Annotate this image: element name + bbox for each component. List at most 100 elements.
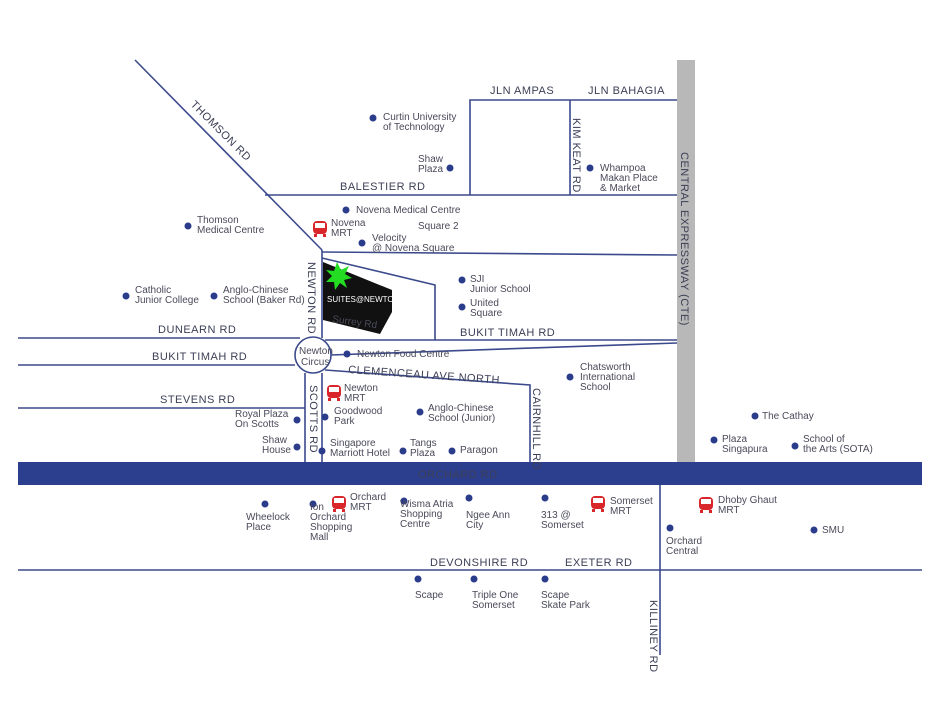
poi-marker — [358, 239, 366, 247]
stevens-label: STEVENS RD — [160, 394, 235, 406]
mrt-train-icon — [332, 496, 346, 512]
poi-marker — [446, 164, 454, 172]
poi-label-plaza_sing: Singapura — [722, 444, 768, 455]
poi-label-ion: Ion — [310, 502, 324, 513]
poi-marker — [293, 443, 301, 451]
project-label: SUITES@NEWTON — [327, 295, 400, 304]
poi-marker — [318, 447, 326, 455]
poi-label-novena_medical: Novena Medical Centre — [356, 205, 461, 216]
mrt-train-icon — [313, 221, 327, 237]
poi-marker — [470, 575, 478, 583]
poi-label-curtin: of Technology — [383, 122, 445, 133]
poi-label-velocity: Velocity — [372, 233, 406, 244]
dunearn-label: DUNEARN RD — [158, 324, 236, 336]
poi-marker — [399, 447, 407, 455]
poi-label-acs_baker: Anglo-Chinese — [223, 285, 289, 296]
poi-label-royal_plaza: Royal Plaza — [235, 409, 289, 420]
poi-marker — [541, 494, 549, 502]
poi-marker — [400, 497, 408, 505]
orchard-rd-label: ORCHARD RD — [418, 469, 498, 481]
newton-circus-label: Newton — [299, 346, 333, 357]
poi-label-313: Somerset — [541, 520, 584, 531]
poi-label-scape: Scape — [415, 590, 444, 601]
poi-label-ion: Mall — [310, 532, 328, 543]
poi-label-chatsworth: School — [580, 382, 611, 393]
poi-label-shaw_plaza: Plaza — [418, 164, 443, 175]
poi-label-royal_plaza: On Scotts — [235, 419, 279, 430]
mrt-train-icon — [591, 496, 605, 512]
poi-label-sota: School of — [803, 434, 845, 445]
poi-label-curtin: Curtin University — [383, 112, 456, 123]
jln-ampas-road — [469, 99, 677, 195]
poi-label-wheelock: Place — [246, 522, 271, 533]
mrt-train-icon — [699, 497, 713, 513]
poi-label-scape_skate: Scape — [541, 590, 570, 601]
mrt-label-novena: MRT — [331, 228, 352, 239]
poi-label-wisma: Centre — [400, 519, 430, 530]
poi-label-square2: Square 2 — [418, 221, 459, 232]
orchard-road — [18, 462, 922, 485]
poi-label-shaw_house: House — [262, 445, 291, 456]
road-segment — [321, 251, 678, 256]
poi-label-cjc: Catholic — [135, 285, 171, 296]
poi-label-tangs: Plaza — [410, 448, 435, 459]
poi-marker — [541, 575, 549, 583]
poi-marker — [369, 114, 377, 122]
thomson-road — [134, 59, 323, 251]
poi-label-cjc: Junior College — [135, 295, 199, 306]
poi-marker — [448, 447, 456, 455]
poi-marker — [566, 373, 574, 381]
mrt-label-somerset: Somerset — [610, 496, 653, 507]
poi-marker — [458, 276, 466, 284]
road-segment — [330, 342, 678, 356]
killiney-label: KILLINEY RD — [647, 600, 659, 673]
poi-marker — [666, 524, 674, 532]
devonshire-label: DEVONSHIRE RD — [430, 557, 528, 569]
mrt-label-newton: Newton — [344, 383, 378, 394]
poi-marker — [122, 292, 130, 300]
poi-label-sji: SJI — [470, 274, 484, 285]
mrt-label-orchard: Orchard — [350, 492, 386, 503]
poi-label-united_square: Square — [470, 308, 503, 319]
poi-label-wisma: Wisma Atria — [400, 499, 454, 510]
poi-label-paragon: Paragon — [460, 445, 498, 456]
jln-bahagia-label: JLN BAHAGIA — [588, 85, 665, 97]
poi-marker — [261, 500, 269, 508]
poi-label-ngee_ann: City — [466, 520, 483, 531]
poi-label-orchard_central: Orchard — [666, 536, 702, 547]
poi-label-shaw_plaza: Shaw — [418, 154, 444, 165]
poi-label-acs_baker: School (Baker Rd) — [223, 295, 305, 306]
poi-label-ion: Orchard — [310, 512, 346, 523]
poi-marker — [293, 416, 301, 424]
poi-label-united_square: United — [470, 298, 499, 309]
road-network — [18, 59, 922, 655]
poi-label-acs_junior: Anglo-Chinese — [428, 403, 494, 414]
poi-marker — [184, 222, 192, 230]
poi-marker — [416, 408, 424, 416]
bukit-timah-east-label: BUKIT TIMAH RD — [460, 327, 555, 339]
poi-label-whampoa: Makan Place — [600, 173, 658, 184]
poi-marker — [321, 413, 329, 421]
poi-marker — [458, 303, 466, 311]
bukit-timah-label: BUKIT TIMAH RD — [152, 351, 247, 363]
poi-marker — [342, 206, 350, 214]
poi-label-marriott: Marriott Hotel — [330, 448, 390, 459]
poi-label-thomson_medical: Thomson — [197, 215, 239, 226]
poi-label-shaw_house: Shaw — [262, 435, 288, 446]
clemenceau-cairnhill-road — [324, 369, 531, 462]
poi-label-triple_one: Somerset — [472, 600, 515, 611]
jln-ampas-label: JLN AMPAS — [490, 85, 554, 97]
poi-label-sji: Junior School — [470, 284, 531, 295]
poi-marker — [210, 292, 218, 300]
poi-label-triple_one: Triple One — [472, 590, 519, 601]
poi-marker — [343, 350, 351, 358]
poi-label-newton_food: Newton Food Centre — [357, 349, 450, 360]
poi-marker — [791, 442, 799, 450]
poi-label-acs_junior: School (Junior) — [428, 413, 495, 424]
star-icon — [326, 262, 352, 290]
poi-label-velocity: @ Novena Square — [372, 243, 455, 254]
poi-label-goodwood: Park — [334, 416, 356, 427]
balestier-label: BALESTIER RD — [340, 181, 425, 193]
poi-marker — [414, 575, 422, 583]
